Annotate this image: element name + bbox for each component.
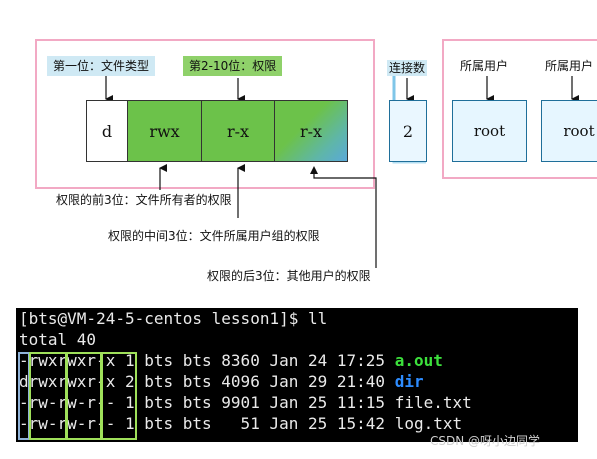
highlight-other-column xyxy=(101,352,137,440)
cell-link-count: 2 xyxy=(389,100,427,162)
label-owner-user: 所属用户 xyxy=(460,59,509,73)
highlight-owner-column xyxy=(29,352,67,440)
arrow-last3 xyxy=(313,170,377,268)
csdn-watermark: CSDN @呀小边同学 xyxy=(430,434,541,448)
label-link-count: 连接数 xyxy=(387,60,428,76)
highlight-group-column xyxy=(66,352,102,440)
label-first-bit: 第一位：文件类型 xyxy=(47,56,156,76)
terminal-window: [bts@VM-24-5-centos lesson1]$ ll total 4… xyxy=(16,308,578,442)
note-last3: 权限的后3位：其他用户的权限 xyxy=(207,269,371,283)
row-name: file.txt xyxy=(394,393,472,412)
cell-owner-user: root xyxy=(452,100,527,162)
cell-owner-perm: rwx xyxy=(127,100,202,162)
terminal-row: -rwxrwxr-x 1 bts bts 8360 Jan 24 17:25 a… xyxy=(16,350,578,371)
cell-file-type: d xyxy=(86,100,128,162)
terminal-prompt: [bts@VM-24-5-centos lesson1]$ ll xyxy=(19,309,328,328)
label-bits-2-10: 第2-10位：权限 xyxy=(183,56,283,76)
row-prefix: -rwxrwxr-x 1 bts bts 8360 Jan 24 17:25 xyxy=(19,351,395,370)
row-name: log.txt xyxy=(394,414,463,433)
main-pink-frame xyxy=(35,39,375,189)
right-pink-frame xyxy=(442,39,597,179)
diagram-arrows xyxy=(105,76,579,268)
note-first3: 权限的前3位：文件所有者的权限 xyxy=(56,193,232,207)
note-middle3: 权限的中间3位：文件所属用户组的权限 xyxy=(108,229,320,243)
cell-other-perm: r-x xyxy=(274,100,348,162)
cell-group-perm: r-x xyxy=(201,100,275,162)
label-group-user: 所属用户 xyxy=(545,59,594,73)
row-name: a.out xyxy=(394,351,443,370)
terminal-total: total 40 xyxy=(19,330,97,349)
cell-owner-group: root xyxy=(541,100,597,162)
row-name: dir xyxy=(394,372,424,391)
